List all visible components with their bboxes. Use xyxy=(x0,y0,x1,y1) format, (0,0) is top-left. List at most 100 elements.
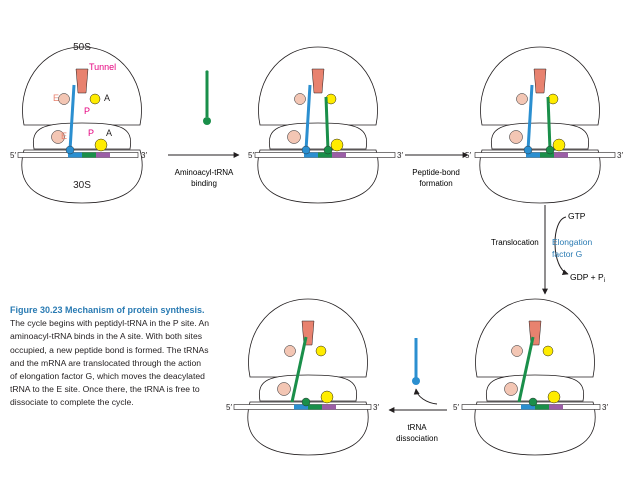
figure-caption: Figure 30.23 Mechanism of protein synthe… xyxy=(10,304,210,410)
dissoc-label-line1: tRNA xyxy=(407,423,427,432)
small-subunit xyxy=(21,149,143,204)
trna-green xyxy=(324,96,330,151)
a-site-small xyxy=(547,390,561,404)
codon-p xyxy=(304,152,318,158)
caption-title: Figure 30.23 Mechanism of protein synthe… xyxy=(10,305,205,315)
a-site-small xyxy=(552,138,566,152)
codon-p xyxy=(521,404,535,410)
codon-a xyxy=(535,404,549,410)
trna-blue xyxy=(68,84,76,151)
trna-green-anticodon xyxy=(528,397,538,407)
label-5prime-5: 5′ xyxy=(453,403,459,412)
codon-next xyxy=(549,404,563,410)
e-site-large xyxy=(58,93,70,105)
translocation-label: Translocation xyxy=(491,238,539,247)
label-5prime-1: 5′ xyxy=(10,151,16,160)
label-30s: 30S xyxy=(73,180,91,191)
small-subunit-top xyxy=(32,122,132,150)
small-subunit xyxy=(257,149,379,204)
codon-next xyxy=(332,152,346,158)
label-3prime-5: 3′ xyxy=(602,403,608,412)
tunnel xyxy=(75,68,89,94)
a-site-large xyxy=(542,345,554,357)
trna-green xyxy=(517,336,535,403)
label-a-site-top: A xyxy=(104,93,110,103)
caption-body: The cycle begins with peptidyl-tRNA in t… xyxy=(10,318,210,408)
label-3prime-3: 3′ xyxy=(617,151,623,160)
trna-blue xyxy=(526,84,534,151)
e-site-large xyxy=(294,93,306,105)
gtp-gdp-curve xyxy=(554,216,569,276)
e-site-small xyxy=(277,382,291,396)
codon-a xyxy=(82,152,96,158)
e-site-large xyxy=(516,93,528,105)
trna-blue-anticodon xyxy=(301,145,311,155)
a-site-small xyxy=(320,390,334,404)
trna-blue xyxy=(304,84,312,151)
tunnel xyxy=(311,68,325,94)
e-site-small xyxy=(287,130,301,144)
label-3prime-4: 3′ xyxy=(373,403,379,412)
label-3prime-1: 3′ xyxy=(141,151,147,160)
a-site-large xyxy=(315,345,327,357)
trna-green-anticodon xyxy=(301,397,311,407)
label-tunnel: Tunnel xyxy=(89,62,116,72)
label-5prime-2: 5′ xyxy=(248,151,254,160)
trna-green xyxy=(546,96,552,151)
small-subunit-top xyxy=(258,374,358,402)
e-site-small xyxy=(504,382,518,396)
label-5prime-4: 5′ xyxy=(226,403,232,412)
trna-green-anticodon xyxy=(323,145,333,155)
dissoc-label-line2: dissociation xyxy=(396,434,438,443)
gdp-subscript: i xyxy=(604,278,605,284)
a-site-small xyxy=(330,138,344,152)
label-a-site-bottom: A xyxy=(106,128,112,138)
tunnel xyxy=(533,68,547,94)
trna-blue-anticodon xyxy=(65,145,75,155)
ef-g-label-line1: Elongation xyxy=(552,237,592,247)
label-e-site-top: E xyxy=(53,93,59,103)
small-subunit-top xyxy=(490,122,590,150)
dissociating-trna xyxy=(412,338,420,385)
gtp-label: GTP xyxy=(568,211,586,221)
e-site-small xyxy=(509,130,523,144)
binding-label-line1: Aminoacyl-tRNA xyxy=(175,168,234,177)
ribosome-state-4 xyxy=(461,298,601,456)
label-p-site-bottom: P xyxy=(88,128,94,138)
codon-next xyxy=(96,152,110,158)
a-site-small xyxy=(94,138,108,152)
trna-green-anticodon xyxy=(545,145,555,155)
ribosome-state-5 xyxy=(233,298,372,456)
ribosome-state-1 xyxy=(17,46,143,204)
a-site-large xyxy=(89,93,101,105)
codon-p xyxy=(526,152,540,158)
codon-a xyxy=(308,404,322,410)
label-e-site-bottom: E xyxy=(61,131,67,141)
e-site-small xyxy=(51,130,65,144)
ribosome-state-2 xyxy=(254,46,396,204)
incoming-aminoacyl-trna xyxy=(203,70,211,125)
codon-a xyxy=(540,152,554,158)
ribosome-state-3 xyxy=(474,46,616,204)
label-p-site-top: P xyxy=(84,106,90,116)
arrow-dissociation-curve xyxy=(413,388,438,405)
codon-next xyxy=(554,152,568,158)
e-site-large xyxy=(511,345,523,357)
codon-next xyxy=(322,404,336,410)
codon-p xyxy=(294,404,308,410)
codon-a xyxy=(318,152,332,158)
small-subunit-top xyxy=(268,122,368,150)
small-subunit-top xyxy=(485,374,585,402)
peptide-label-line2: formation xyxy=(419,179,452,188)
ef-g-label-line2: factor G xyxy=(552,249,582,259)
codon-p xyxy=(68,152,82,158)
gdp-label: GDP + Pi xyxy=(570,272,605,284)
binding-label-line2: binding xyxy=(191,179,217,188)
small-subunit xyxy=(479,149,601,204)
peptide-label-line1: Peptide-bond xyxy=(412,168,460,177)
small-subunit xyxy=(247,401,369,456)
trna-green xyxy=(290,336,308,403)
trna-blue-anticodon xyxy=(523,145,533,155)
e-site-large xyxy=(284,345,296,357)
